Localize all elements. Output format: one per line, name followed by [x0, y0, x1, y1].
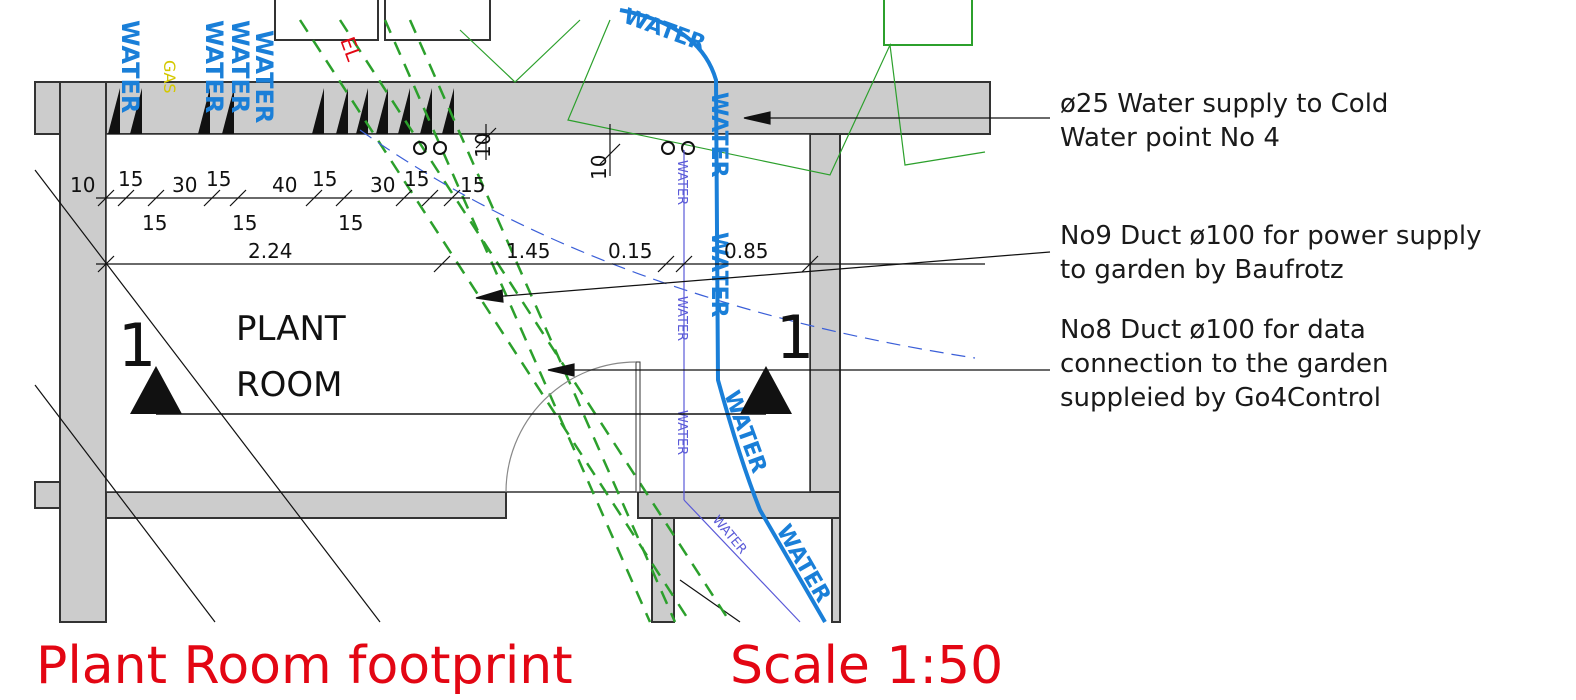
water-label: WATER: [226, 20, 254, 113]
dim-top-2: 15: [118, 167, 143, 191]
note-line: No9 Duct ø100 for power supply: [1060, 221, 1482, 251]
water-label: WATER: [116, 20, 144, 113]
section-arrow-icon: [740, 366, 792, 414]
room-interior: [105, 133, 811, 493]
note-line: connection to the garden: [1060, 348, 1389, 379]
dim-main-4: 0.85: [724, 239, 769, 263]
right-wall: [809, 133, 841, 519]
left-wall: [59, 81, 107, 623]
dim-second-2: 15: [232, 211, 257, 235]
section-line: 1 1: [118, 303, 814, 415]
dim-top-9: 15: [460, 173, 485, 197]
water-label: WATER: [200, 20, 228, 113]
lower-wall-right: [637, 491, 841, 519]
dim-main-2: 1.45: [506, 239, 551, 263]
arrowhead-icon: [743, 111, 771, 125]
water-label: WATER: [674, 410, 689, 455]
section-mark-left: 1: [118, 311, 156, 381]
water-label: WATER: [620, 4, 709, 57]
dim-top-8: 15: [404, 167, 429, 191]
section-mark-right: 1: [776, 303, 814, 373]
note-data-duct: No8 Duct ø100 for data connection to the…: [1060, 314, 1560, 415]
section-arrow-icon: [130, 366, 182, 414]
lower-right-edge: [831, 517, 841, 623]
note-line: No8 Duct ø100 for data: [1060, 315, 1366, 345]
water-label: WATER: [709, 513, 750, 557]
note-line: to garden by Baufrotz: [1060, 254, 1344, 285]
dim-main-3: 0.15: [608, 239, 653, 263]
dim-vertical-2: 10: [587, 155, 611, 180]
leader-lines: [475, 111, 1051, 377]
water-main-pipe: [619, 8, 827, 624]
diagonal-lines: [34, 169, 741, 623]
note-line: ø25 Water supply to Cold: [1060, 89, 1389, 119]
dim-top-7: 30: [370, 173, 395, 197]
arrowhead-icon: [547, 363, 575, 377]
walls: [34, 81, 991, 623]
dim-vertical-1: 10: [471, 133, 495, 158]
dim-top-4: 15: [206, 167, 231, 191]
note-power-duct: No9 Duct ø100 for power supply to garden…: [1060, 220, 1560, 288]
drawing-scale: Scale 1:50: [730, 636, 1004, 696]
room-name-line1: PLANT: [236, 309, 346, 349]
water-label: WATER: [250, 30, 278, 123]
water-label: WATER: [706, 92, 731, 178]
dim-top-6: 15: [312, 167, 337, 191]
note-line: suppleied by Go4Control: [1060, 382, 1381, 413]
lower-wall-left: [105, 491, 507, 519]
note-water-supply: ø25 Water supply to Cold Water point No …: [1060, 88, 1560, 156]
water-label: WATER: [674, 160, 689, 205]
green-outline-top: [883, 0, 973, 46]
door: [505, 361, 641, 493]
water-label: WATER: [771, 521, 835, 608]
dim-second-3: 15: [338, 211, 363, 235]
water-label: WATER: [706, 232, 731, 318]
drawing-title: Plant Room footprint: [36, 636, 573, 696]
dim-top-3: 30: [172, 173, 197, 197]
pipe-circles: [413, 141, 695, 155]
top-wall: [34, 81, 991, 135]
arrowhead-icon: [475, 289, 504, 303]
top-cabinets: [274, 0, 491, 41]
green-linework: [459, 19, 986, 176]
dimension-lines: [96, 124, 985, 273]
left-stub-wall: [34, 481, 61, 509]
dim-top-5: 40: [272, 173, 297, 197]
gas-label: GAS: [160, 60, 179, 94]
water-label: WATER: [674, 296, 689, 341]
note-line: Water point No 4: [1060, 122, 1280, 153]
room-name-line2: ROOM: [236, 365, 342, 405]
dim-top-1: 10: [70, 173, 95, 197]
blue-dashed-arc: [359, 129, 976, 359]
dim-main-1: 2.24: [248, 239, 293, 263]
dim-second-1: 15: [142, 211, 167, 235]
dimension-texts: 10 15 30 15 40 15 30 15 15 15 15 15 2.24…: [70, 133, 769, 263]
data-ducts: [298, 19, 732, 623]
electric-label: EL: [335, 34, 366, 65]
